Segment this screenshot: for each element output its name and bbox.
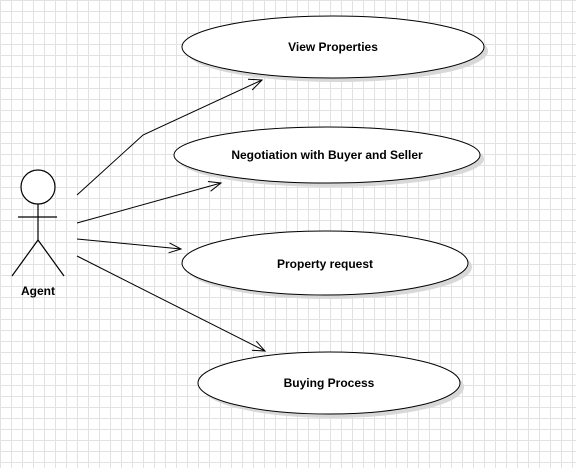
stick-figure-icon xyxy=(11,169,65,277)
actor-agent[interactable]: Agent xyxy=(11,169,65,298)
arrowhead-icon xyxy=(247,78,264,91)
use-case-buying-process[interactable]: Buying Process xyxy=(197,351,464,418)
actor-label: Agent xyxy=(21,284,55,298)
association-view-properties[interactable] xyxy=(76,78,264,196)
association-line xyxy=(76,238,182,250)
association-property-request[interactable] xyxy=(76,238,183,254)
association-line xyxy=(76,182,222,224)
use-case-label: Negotiation with Buyer and Seller xyxy=(231,148,423,162)
use-case-ellipse xyxy=(197,351,461,415)
use-case-ellipse xyxy=(181,230,469,296)
use-case-label: View Properties xyxy=(288,40,378,54)
association-buying-process[interactable] xyxy=(76,255,267,352)
use-case-label: Property request xyxy=(277,257,373,271)
arrowhead-icon xyxy=(168,242,183,254)
actor-head xyxy=(20,169,56,205)
use-case-negotiation[interactable]: Negotiation with Buyer and Seller xyxy=(173,126,484,187)
association-negotiation[interactable] xyxy=(76,181,223,224)
use-case-label: Buying Process xyxy=(284,376,375,390)
use-case-view-properties[interactable]: View Properties xyxy=(181,15,488,82)
use-case-property-request[interactable]: Property request xyxy=(181,230,472,299)
actor-right-leg xyxy=(37,239,65,277)
actor-left-leg xyxy=(11,239,39,277)
use-case-ellipse xyxy=(181,15,485,79)
arrowhead-icon xyxy=(207,181,223,192)
association-line xyxy=(76,255,266,352)
use-case-ellipse xyxy=(173,126,481,184)
arrowhead-icon xyxy=(251,340,267,352)
association-line xyxy=(76,79,263,196)
